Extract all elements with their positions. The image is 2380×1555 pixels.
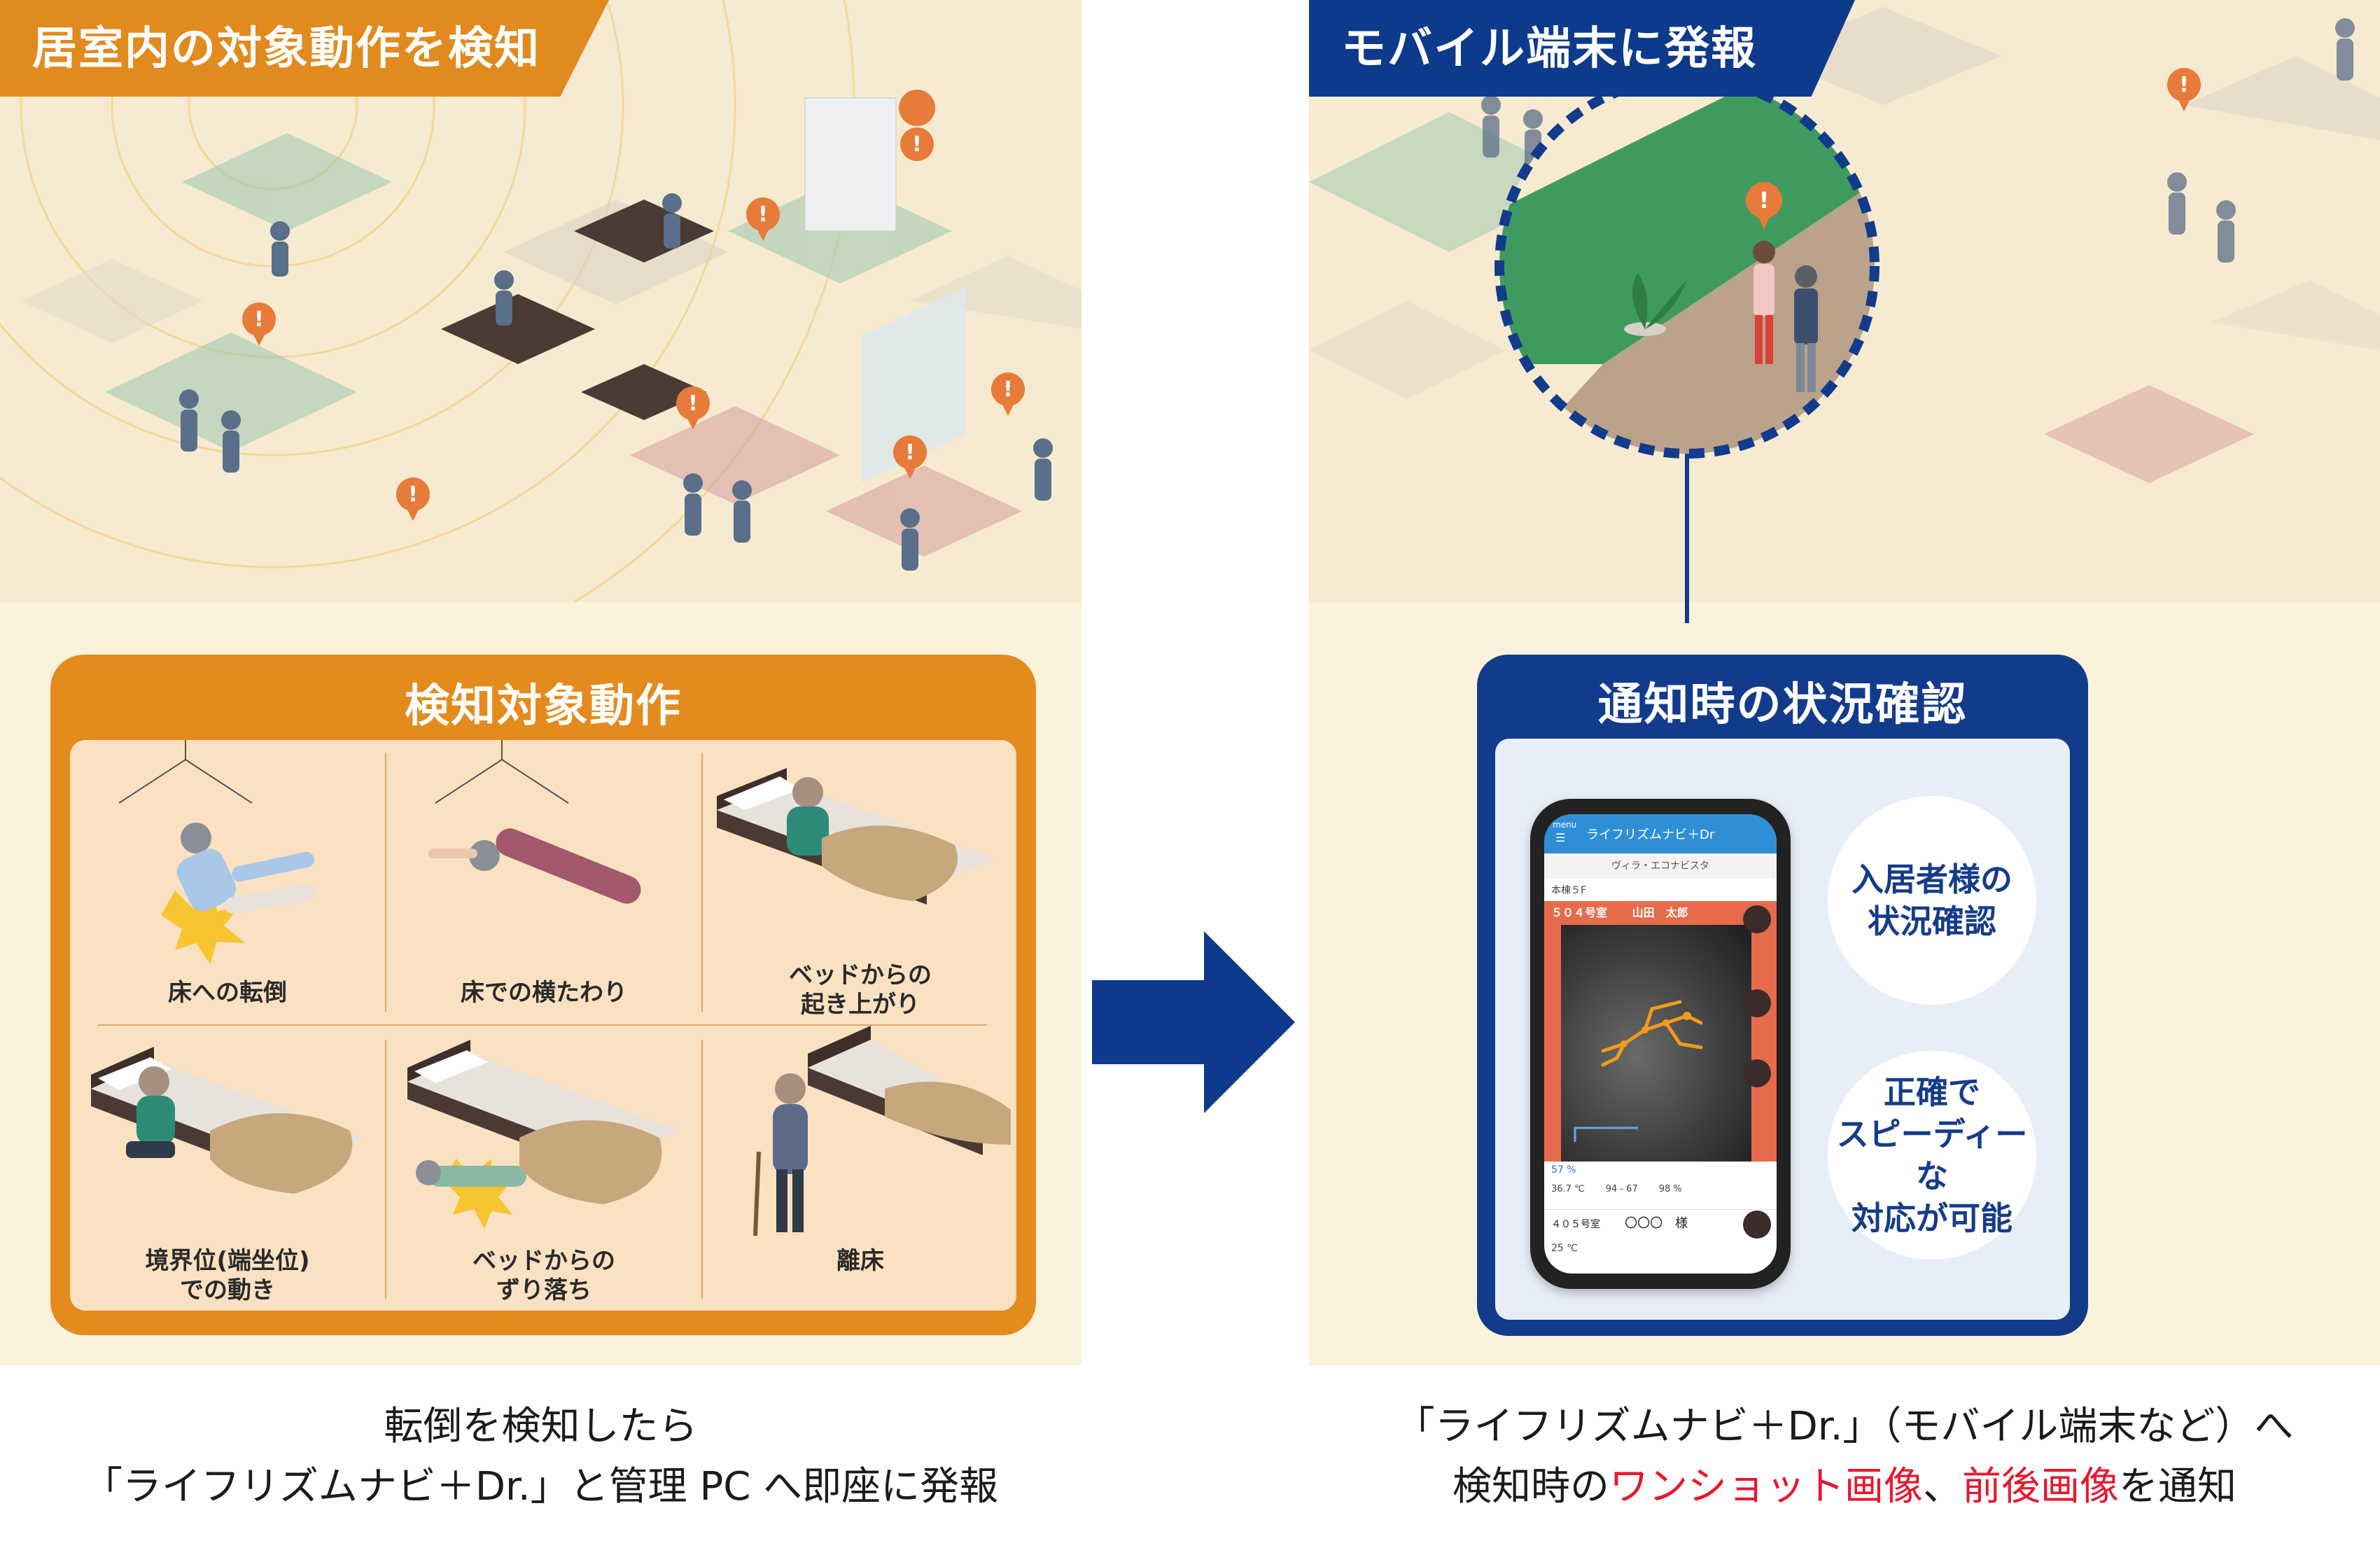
- resident-name: 〇〇〇 様: [1625, 1216, 1688, 1231]
- detection-actions-box: 検知対象動作 床への転倒: [50, 655, 1036, 1335]
- svg-text:!: !: [1003, 377, 1013, 402]
- right-panel: ! ! モバイル端末に発報 通知時の状況確認: [1309, 0, 2380, 1365]
- right-banner-title: モバイル端末に発報: [1341, 23, 1757, 75]
- spo2: 98 %: [1658, 1184, 1682, 1194]
- resident-name: 山田 太郎: [1632, 906, 1688, 919]
- action-sit-up-from-bed: ベッドからの 起き上がり: [703, 740, 1016, 1025]
- right-caption-line2: 検知時のワンショット画像、前後画像を通知: [1309, 1457, 2380, 1517]
- right-caption: 「ライフリズムナビ＋Dr.」（モバイル端末など）へ 検知時のワンショット画像、前…: [1309, 1397, 2380, 1517]
- action-fall-to-floor: 床への転倒: [70, 740, 385, 1025]
- action-leave-bed: 離床: [703, 1026, 1016, 1311]
- record-button[interactable]: [1743, 989, 1771, 1017]
- action-label: ベッドからの ずり落ち: [472, 1247, 615, 1304]
- svg-text:!: !: [2179, 73, 2189, 97]
- skeleton-overlay: [1574, 1000, 1703, 1142]
- left-caption: 転倒を検知したら 「ライフリズムナビ＋Dr.」と管理 PC へ即座に発報: [0, 1397, 1082, 1517]
- record-button[interactable]: [1743, 905, 1771, 933]
- bubble-situation-check: 入居者様の 状況確認: [1828, 796, 2036, 1005]
- svg-text:!: !: [905, 440, 915, 465]
- room-number: ５０４号室: [1551, 906, 1608, 919]
- grid-divider: [385, 753, 386, 1012]
- caption-highlight: ワンショット画像: [1609, 1464, 1923, 1509]
- vitals-row: 36.7 ℃ 94 - 67 98 %: [1544, 1184, 1777, 1204]
- body-temp: 36.7 ℃: [1551, 1184, 1585, 1194]
- grid-divider: [98, 1024, 987, 1026]
- room-row[interactable]: ４０５号室 〇〇〇 様: [1544, 1209, 1777, 1237]
- record-button[interactable]: [1743, 1211, 1771, 1239]
- bubble-fast-response: 正確で スピーディーな 対応が可能: [1828, 1051, 2036, 1260]
- grid-divider: [701, 753, 703, 1012]
- left-banner-title: 居室内の対象動作を検知: [32, 23, 540, 75]
- phone-screen: menu ☰ ライフリズムナビ＋Dr ヴィラ・エコナビスタ 本棟５F ５０４号室…: [1544, 814, 1777, 1274]
- action-label: 床への転倒: [168, 979, 287, 1007]
- svg-text:!: !: [912, 132, 922, 157]
- svg-text:!: !: [1759, 187, 1770, 214]
- room-number: ４０５号室: [1551, 1219, 1600, 1230]
- facility-illustration-right: ! !: [1309, 0, 2380, 623]
- left-banner: 居室内の対象動作を検知: [0, 0, 609, 97]
- fall-illustration: [118, 740, 315, 964]
- facility-illustration-left: ! ! ! ! ! ! !: [0, 0, 1082, 623]
- slide-off-illustration: [407, 1040, 680, 1229]
- caption-text: を通知: [2119, 1464, 2236, 1509]
- detection-snapshot[interactable]: [1561, 925, 1751, 1162]
- menu-button[interactable]: menu: [1553, 820, 1577, 830]
- notification-check-content: menu ☰ ライフリズムナビ＋Dr ヴィラ・エコナビスタ 本棟５F ５０４号室…: [1495, 739, 2070, 1320]
- svg-text:!: !: [254, 307, 264, 332]
- sit-up-illustration: [717, 768, 997, 905]
- record-button[interactable]: [1743, 1059, 1771, 1087]
- menu-icon[interactable]: ☰: [1555, 831, 1566, 844]
- edge-sitting-illustration: [91, 1047, 364, 1194]
- lying-illustration: [428, 740, 641, 904]
- notification-check-title: 通知時の状況確認: [1597, 679, 1968, 731]
- detection-actions-title: 検知対象動作: [405, 681, 682, 732]
- svg-text:!: !: [758, 202, 768, 227]
- action-label: 境界位(端坐位) での動き: [145, 1247, 310, 1304]
- leave-bed-illustration: [753, 1026, 1016, 1236]
- caption-text: 検知時の: [1452, 1464, 1609, 1509]
- svg-text:!: !: [688, 391, 698, 416]
- right-caption-line1: 「ライフリズムナビ＋Dr.」（モバイル端末など）へ: [1395, 1404, 2294, 1449]
- facility-name: ヴィラ・エコナビスタ: [1544, 853, 1777, 879]
- action-label: ベッドからの 起き上がり: [789, 961, 932, 1019]
- left-caption-line2: 「ライフリズムナビ＋Dr.」と管理 PC へ即座に発報: [83, 1464, 999, 1509]
- left-caption-line1: 転倒を検知したら: [384, 1404, 698, 1449]
- caption-text: 、: [1923, 1464, 1962, 1509]
- flow-arrow: [1092, 931, 1295, 1113]
- pulse: 94 - 67: [1605, 1184, 1638, 1194]
- grid-divider: [701, 1040, 703, 1299]
- action-lying-on-floor: 床での横たわり: [386, 740, 701, 1025]
- action-edge-sitting: 境界位(端坐位) での動き: [70, 1026, 385, 1311]
- grid-divider: [385, 1040, 386, 1299]
- zoom-view: !: [1499, 78, 1875, 454]
- caption-highlight: 前後画像: [1962, 1464, 2119, 1509]
- detection-actions-grid: 床への転倒 床での横たわり: [70, 740, 1016, 1311]
- action-slide-off-bed: ベッドからの ずり落ち: [386, 1026, 701, 1311]
- left-panel: ! ! ! ! ! ! ! 居室内の対象動作を検知 検知対象動作: [0, 0, 1082, 1365]
- floor-label: 本棟５F: [1551, 885, 1587, 896]
- app-header: menu ☰ ライフリズムナビ＋Dr: [1544, 814, 1777, 853]
- notification-check-box: 通知時の状況確認 menu ☰ ライフリズムナビ＋Dr ヴィラ・エコナビスタ 本…: [1477, 655, 2088, 1336]
- right-banner: モバイル端末に発報: [1309, 0, 1855, 97]
- smartphone: menu ☰ ライフリズムナビ＋Dr ヴィラ・エコナビスタ 本棟５F ５０４号室…: [1530, 799, 1791, 1289]
- action-label: 離床: [836, 1247, 884, 1275]
- action-label: 床での横たわり: [461, 979, 627, 1007]
- humidity-readout: 57 %: [1551, 1164, 1576, 1176]
- app-name: ライフリズムナビ＋Dr: [1586, 828, 1715, 842]
- svg-text:!: !: [408, 482, 418, 507]
- alert-room-row[interactable]: ５０４号室 山田 太郎: [1544, 901, 1777, 925]
- room-temp: 25 ℃: [1551, 1243, 1578, 1254]
